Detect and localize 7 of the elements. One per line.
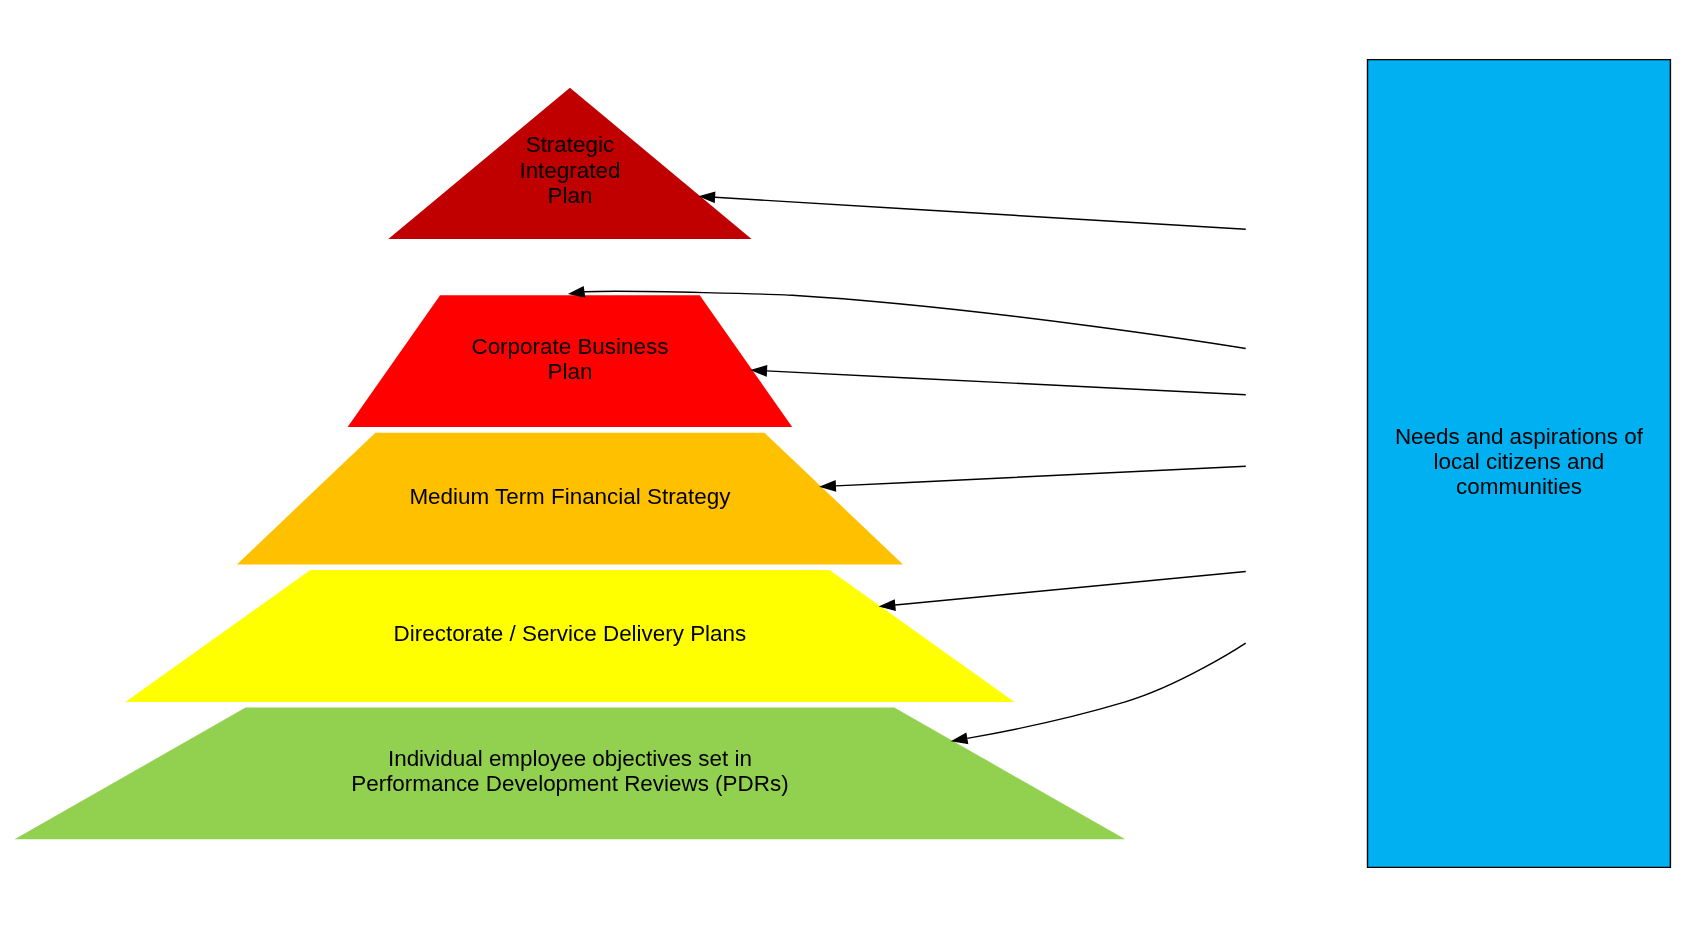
node-box: Needs and aspirations of local citizens and communities (1366, 58, 1672, 868)
arrow (567, 285, 1247, 349)
arrow (750, 364, 1247, 395)
arrow (698, 190, 1247, 230)
arrow (878, 570, 1247, 611)
arrow (950, 641, 1247, 744)
arrow (819, 465, 1247, 492)
